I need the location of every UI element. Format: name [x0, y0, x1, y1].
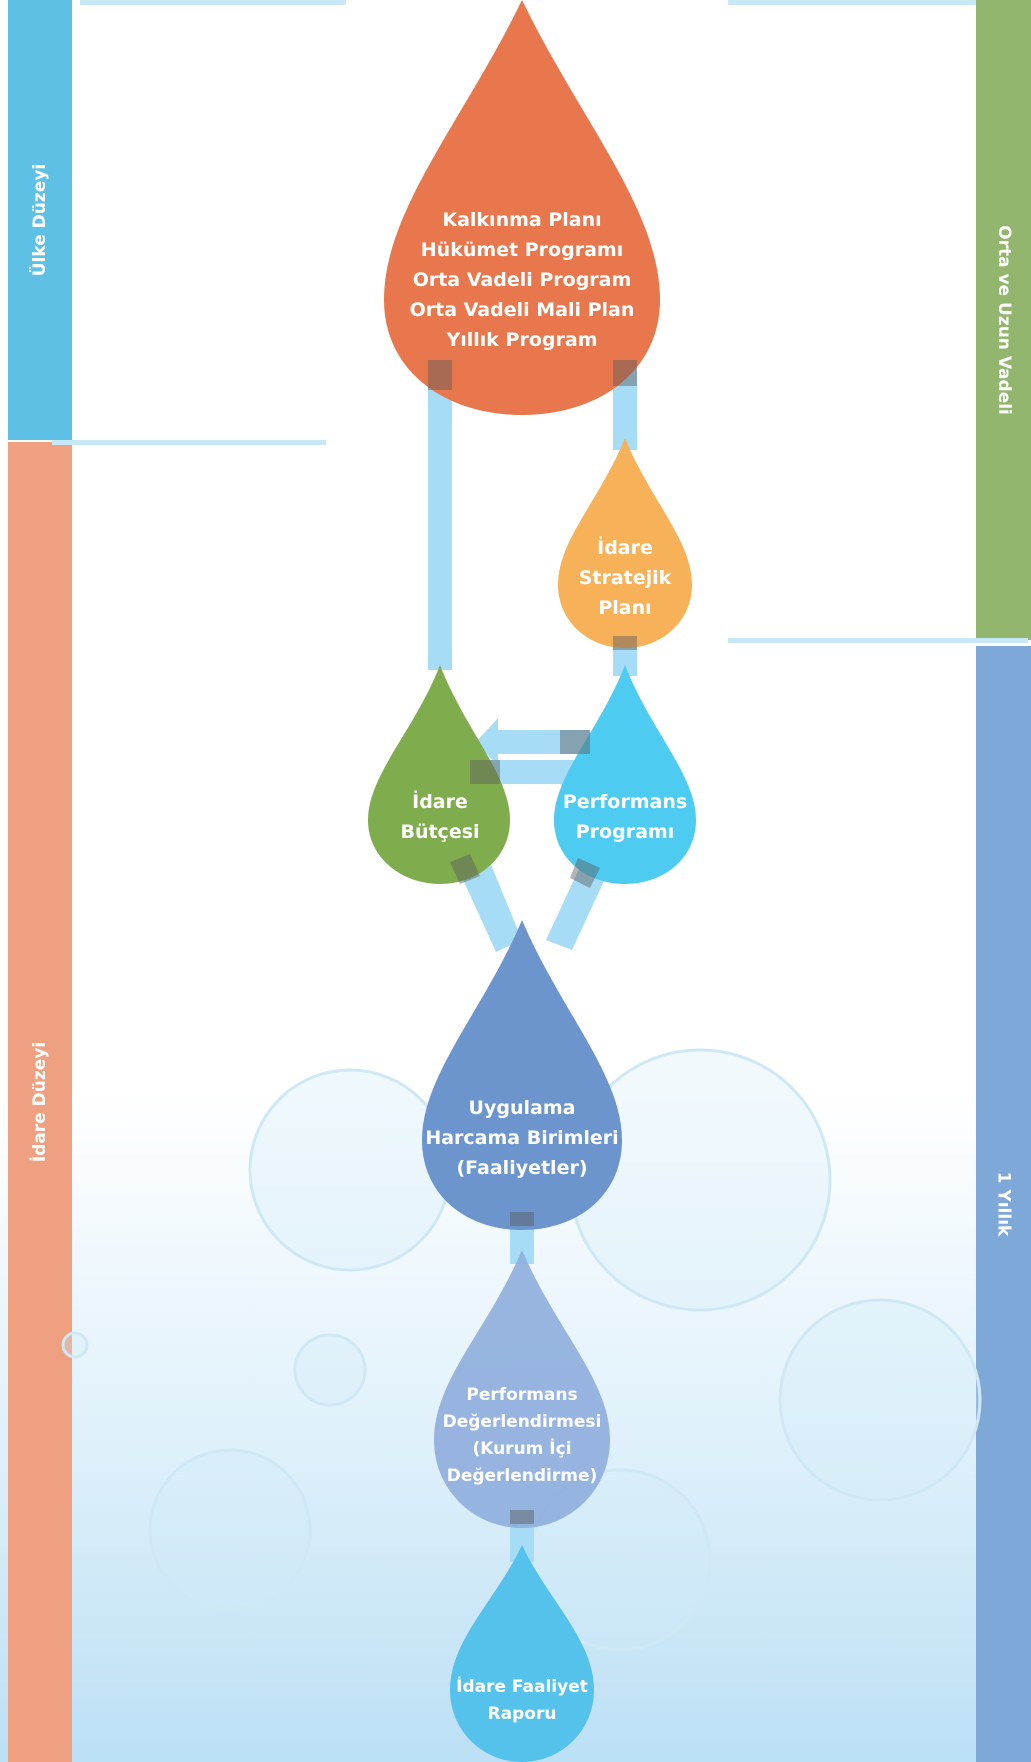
kalkinma-line-4: Orta Vadeli Mali Plan	[410, 299, 635, 321]
connector-overlaps	[428, 360, 637, 1524]
drop-kalkinma-plani	[384, 0, 660, 415]
performans-programi-labels: Performans Programı	[563, 791, 687, 843]
stratejik-plan-labels: İdare Stratejik Planı	[579, 535, 672, 619]
pipe-performans-to-uygulama	[546, 856, 610, 950]
drop-uygulama	[422, 920, 622, 1230]
kalkinma-line-1: Kalkınma Planı	[442, 209, 601, 231]
separator-line-top-left	[80, 0, 346, 5]
performans-line-1: Performans	[563, 791, 687, 813]
ulke-duzeyi-bar: Ülke Düzeyi	[8, 0, 72, 440]
rapor-line-1: İdare Faaliyet	[456, 1675, 588, 1697]
butce-line-2: Bütçesi	[400, 821, 479, 843]
drop-idare-butcesi	[368, 665, 510, 884]
bir-yillik-bar: 1 Yıllık	[976, 646, 1031, 1762]
drop-performans-programi	[554, 665, 696, 884]
degerlendirme-line-1: Performans	[466, 1385, 577, 1405]
separator-line-top-right	[728, 0, 976, 5]
uygulama-line-3: (Faaliyetler)	[456, 1157, 587, 1179]
idare-duzeyi-bar: İdare Düzeyi	[8, 442, 72, 1762]
stratejik-line-3: Planı	[598, 597, 651, 619]
kalkinma-line-2: Hükümet Programı	[421, 239, 623, 261]
pipe-kalkinma-to-butce	[428, 360, 452, 670]
uygulama-line-1: Uygulama	[469, 1097, 576, 1119]
stratejik-line-1: İdare	[597, 535, 653, 559]
decorative-bubbles	[61, 1048, 982, 1652]
uygulama-labels: Uygulama Harcama Birimleri (Faaliyetler)	[425, 1097, 618, 1179]
butce-labels: İdare Bütçesi	[400, 789, 479, 843]
performans-line-2: Programı	[576, 821, 674, 843]
kalkinma-line-3: Orta Vadeli Program	[413, 269, 632, 291]
orta-uzun-vadeli-bar: Orta ve Uzun Vadeli	[976, 0, 1031, 640]
degerlendirme-line-4: Değerlendirme)	[447, 1466, 598, 1486]
connector-pipes	[428, 360, 637, 1562]
rapor-line-2: Raporu	[488, 1704, 557, 1724]
drop-idare-faaliyet-raporu	[450, 1545, 594, 1762]
arrow-performans-to-butce	[476, 718, 590, 766]
stratejik-line-2: Stratejik	[579, 567, 672, 589]
kalkinma-line-5: Yıllık Program	[446, 329, 598, 351]
rapor-labels: İdare Faaliyet Raporu	[456, 1675, 588, 1724]
separator-line-mid-right	[728, 638, 1028, 643]
drop-performans-degerlendirmesi	[434, 1250, 610, 1528]
degerlendirme-line-2: Değerlendirmesi	[443, 1412, 602, 1432]
butce-line-1: İdare	[412, 789, 468, 813]
degerlendirme-labels: Performans Değerlendirmesi (Kurum İçi De…	[443, 1385, 602, 1486]
separator-line-mid-left	[52, 440, 326, 445]
uygulama-line-2: Harcama Birimleri	[425, 1127, 618, 1149]
kalkinma-plani-labels: Kalkınma Planı Hükümet Programı Orta Vad…	[410, 209, 635, 351]
drop-idare-stratejik-plani	[558, 438, 692, 648]
degerlendirme-line-3: (Kurum İçi	[472, 1437, 571, 1459]
